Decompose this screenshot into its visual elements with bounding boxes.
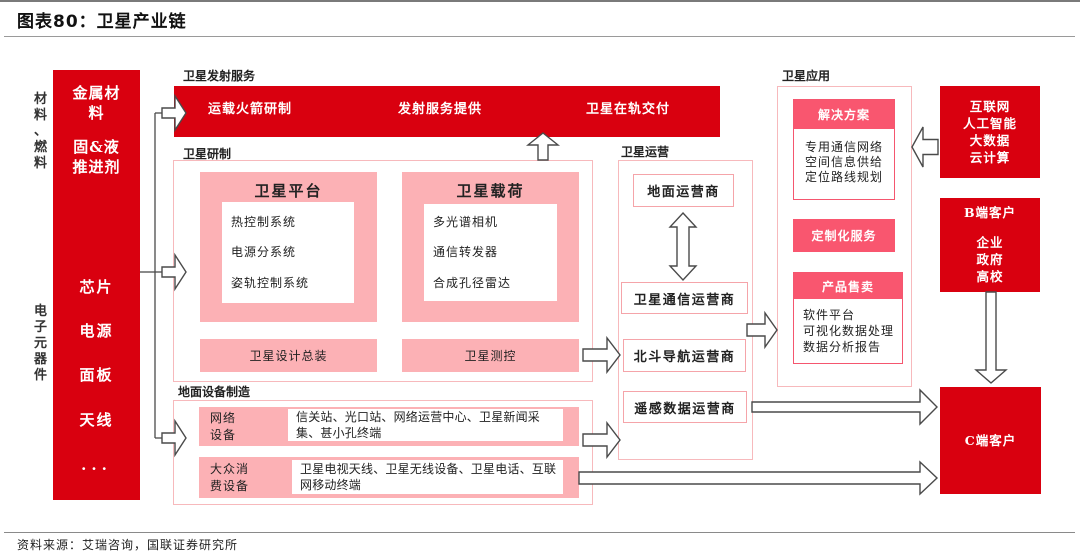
products-item: 软件平台 — [803, 308, 856, 322]
top-rule — [0, 0, 1080, 2]
remote-sensing-operator-box: 遥感数据运营商 — [623, 391, 747, 423]
footer-rule — [4, 532, 1075, 533]
electronics-item: 电源 — [79, 322, 114, 340]
arrow-technologies-to-application — [911, 126, 939, 168]
technology-item: 大数据 — [969, 133, 1011, 148]
materials-fuel-label: 材料、燃料 — [33, 92, 47, 171]
material-item: 固&液推进剂 — [72, 138, 121, 176]
solutions-item: 专用通信网络 — [804, 140, 883, 154]
ground-equipment-section-label: 地面设备制造 — [178, 385, 251, 399]
ttc-box: 卫星测控 — [402, 339, 579, 372]
products-card: 产品售卖 软件平台 可视化数据处理 数据分析报告 — [793, 272, 903, 364]
title-rule — [4, 36, 1075, 37]
ground-operator-box: 地面运营商 — [633, 174, 734, 207]
material-item: 金属材料 — [72, 84, 121, 122]
application-section-label: 卫星应用 — [782, 69, 831, 83]
technology-item: 云计算 — [969, 150, 1011, 165]
launch-item: 运载火箭研制 — [207, 102, 293, 117]
launch-service-bar — [174, 86, 720, 137]
technologies-box: 互联网 人工智能 大数据 云计算 — [940, 86, 1040, 178]
launch-item: 发射服务提供 — [397, 102, 483, 117]
ground-row-text: 信关站、光口站、网络运营中心、卫星新闻采集、甚小孔终端 — [288, 409, 563, 441]
products-title: 产品售卖 — [794, 273, 902, 299]
payload-list — [424, 204, 557, 301]
launch-section-label: 卫星发射服务 — [183, 69, 256, 83]
upstream-column — [53, 70, 140, 500]
arrow-b-customers-to-c-customers — [974, 291, 1008, 384]
b-customer-item: 政府 — [976, 252, 1004, 267]
platform-item: 电源分系统 — [231, 245, 297, 259]
solutions-item: 空间信息供给 — [804, 155, 883, 169]
solutions-title: 解决方案 — [794, 100, 894, 129]
arrow-consumer-devices-to-c-customers — [578, 460, 939, 496]
custom-service-box: 定制化服务 — [793, 219, 895, 252]
c-customers-title: C端客户 — [964, 433, 1017, 448]
b-customer-item: 企业 — [976, 235, 1004, 250]
platform-item: 姿轨控制系统 — [231, 276, 310, 290]
operations-frame — [618, 160, 753, 460]
operations-section-label: 卫星运营 — [621, 145, 670, 159]
arrow-manufacturing-to-launch — [526, 132, 560, 161]
beidou-operator-box: 北斗导航运营商 — [623, 339, 746, 372]
electronics-item-more: ... — [81, 456, 112, 474]
electronic-components-label: 电子元器件 — [33, 304, 47, 383]
platform-list — [222, 202, 354, 303]
arrow-remote-sensing-to-c-customers — [751, 388, 938, 426]
solutions-item: 定位路线规划 — [804, 170, 883, 184]
manufacturing-section-label: 卫星研制 — [183, 147, 232, 161]
technology-item: 人工智能 — [962, 116, 1017, 131]
solutions-card: 解决方案 专用通信网络 空间信息供给 定位路线规划 — [793, 99, 895, 200]
application-frame — [777, 86, 912, 387]
payload-item: 通信转发器 — [433, 245, 499, 259]
payload-title: 卫星载荷 — [456, 182, 525, 200]
ground-row-label: 大众消 费设备 — [210, 462, 250, 493]
b-customers-title: B端客户 — [963, 205, 1017, 220]
b-customers-box: B端客户 企业 政府 高校 — [940, 198, 1040, 292]
launch-item: 卫星在轨交付 — [585, 102, 671, 117]
electronics-item: 面板 — [79, 366, 114, 384]
payload-item: 合成孔径雷达 — [433, 276, 512, 290]
payload-item: 多光谱相机 — [433, 215, 499, 229]
technology-item: 互联网 — [969, 99, 1011, 114]
electronics-item: 芯片 — [79, 278, 114, 296]
c-customers-box: C端客户 — [940, 387, 1041, 494]
ground-row-text: 卫星电视天线、卫星无线设备、卫星电话、互联网移动终端 — [292, 460, 563, 494]
electronics-item: 天线 — [79, 411, 114, 429]
design-assembly-box: 卫星设计总装 — [200, 339, 377, 372]
products-item: 可视化数据处理 — [803, 324, 895, 338]
platform-title: 卫星平台 — [254, 182, 323, 200]
solutions-list: 专用通信网络 空间信息供给 定位路线规划 — [794, 129, 894, 185]
ground-row-label: 网络 设备 — [210, 411, 237, 442]
platform-item: 热控制系统 — [231, 215, 297, 229]
products-list: 软件平台 可视化数据处理 数据分析报告 — [794, 299, 902, 355]
source-note: 资料来源：艾瑞咨询，国联证券研究所 — [17, 538, 239, 552]
products-item: 数据分析报告 — [803, 340, 882, 354]
figure-title: 图表80：卫星产业链 — [17, 12, 187, 32]
b-customer-item: 高校 — [976, 269, 1004, 284]
satcom-operator-box: 卫星通信运营商 — [621, 282, 748, 314]
